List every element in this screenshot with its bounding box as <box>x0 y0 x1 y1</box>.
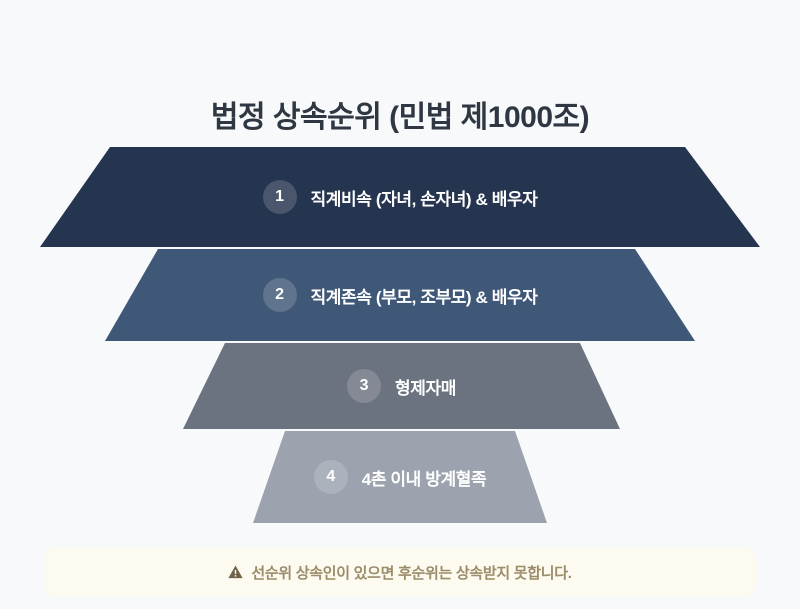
funnel-layer-rank-4[interactable]: 4 4촌 이내 방계혈족 <box>253 431 547 523</box>
funnel-layer-1-shape <box>40 147 760 247</box>
warning-note-text: 선순위 상속인이 있으면 후순위는 상속받지 못합니다. <box>251 564 572 582</box>
funnel-diagram: 1 직계비속 (자녀, 손자녀) & 배우자 2 직계존속 (부모, 조부모) … <box>40 147 760 523</box>
warning-triangle-icon <box>228 565 243 579</box>
funnel-layer-2-shape <box>105 249 695 341</box>
funnel-layer-rank-2[interactable]: 2 직계존속 (부모, 조부모) & 배우자 <box>105 249 695 341</box>
page-title: 법정 상속순위 (민법 제1000조) <box>210 101 590 135</box>
funnel-layer-rank-1[interactable]: 1 직계비속 (자녀, 손자녀) & 배우자 <box>40 147 760 247</box>
warning-note: 선순위 상속인이 있으면 후순위는 상속받지 못합니다. <box>45 548 755 596</box>
funnel-layer-rank-3[interactable]: 3 형제자매 <box>183 343 620 429</box>
funnel-layer-3-shape <box>183 343 620 429</box>
funnel-layer-4-shape <box>253 431 547 523</box>
